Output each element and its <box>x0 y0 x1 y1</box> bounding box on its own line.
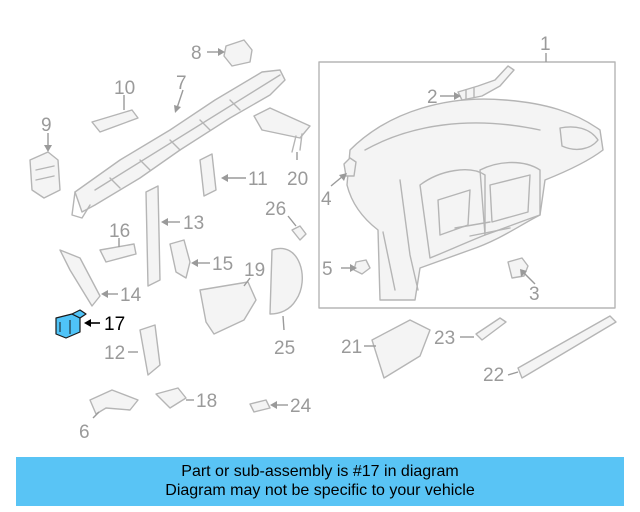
callout-21: 21 <box>341 337 362 358</box>
part-16-trim <box>99 243 137 263</box>
part-24-clip <box>249 399 271 413</box>
part-13-pillar <box>145 185 161 287</box>
callout-22: 22 <box>483 365 504 386</box>
part-19-bracket <box>199 281 257 335</box>
callout-25: 25 <box>274 338 295 359</box>
dashboard-group-frame <box>318 61 616 309</box>
part-12-bracket <box>139 324 161 376</box>
part-14-brace <box>59 249 101 307</box>
callout-14: 14 <box>120 285 142 306</box>
callout-3: 3 <box>529 284 540 305</box>
callout-8: 8 <box>191 43 202 64</box>
callout-2: 2 <box>427 87 438 108</box>
callout-9: 9 <box>41 115 52 136</box>
callout-6: 6 <box>79 422 90 443</box>
callout-4: 4 <box>321 189 332 210</box>
callout-19: 19 <box>244 260 265 281</box>
banner-line-1: Part or sub-assembly is #17 in diagram <box>181 463 459 480</box>
part-20-bracket <box>253 107 311 153</box>
parts-diagram: 1 2 3 4 5 <box>29 34 617 443</box>
callout-11: 11 <box>248 169 268 190</box>
part-7-cross-beam <box>71 69 286 219</box>
callout-1: 1 <box>540 34 551 55</box>
callout-15: 15 <box>212 254 233 275</box>
banner-line-2: Diagram may not be specific to your vehi… <box>165 482 475 499</box>
callout-5: 5 <box>322 259 333 280</box>
part-10-plate <box>91 109 139 133</box>
callout-23: 23 <box>434 328 455 349</box>
part-22-rail <box>517 315 617 379</box>
callout-18: 18 <box>196 391 217 412</box>
callout-24: 24 <box>290 396 312 417</box>
callout-16: 16 <box>109 221 130 242</box>
part-23-link <box>475 317 507 341</box>
part-17-bracket <box>55 309 87 339</box>
part-3-clip <box>507 257 529 279</box>
info-banner: Part or sub-assembly is #17 in diagram D… <box>16 457 624 506</box>
part-25-cover <box>269 247 303 315</box>
part-21-bracket <box>371 319 431 379</box>
part-8-bracket <box>223 39 253 67</box>
part-2-duct <box>457 65 515 101</box>
callout-26: 26 <box>265 199 286 220</box>
part-11-brace <box>199 153 217 197</box>
part-26-fastener <box>291 225 307 241</box>
part-9-side-bracket <box>29 151 61 199</box>
part-5-fastener <box>353 259 371 275</box>
part-18-clip <box>155 387 187 409</box>
dashboard-panel <box>346 98 604 301</box>
part-6-bracket <box>89 389 139 415</box>
callout-12: 12 <box>104 343 125 364</box>
callout-13: 13 <box>183 213 204 234</box>
part-15-bracket <box>169 239 191 279</box>
callout-10: 10 <box>114 78 135 99</box>
callout-20: 20 <box>287 169 308 190</box>
callout-17: 17 <box>104 314 125 335</box>
callout-7: 7 <box>176 73 187 94</box>
